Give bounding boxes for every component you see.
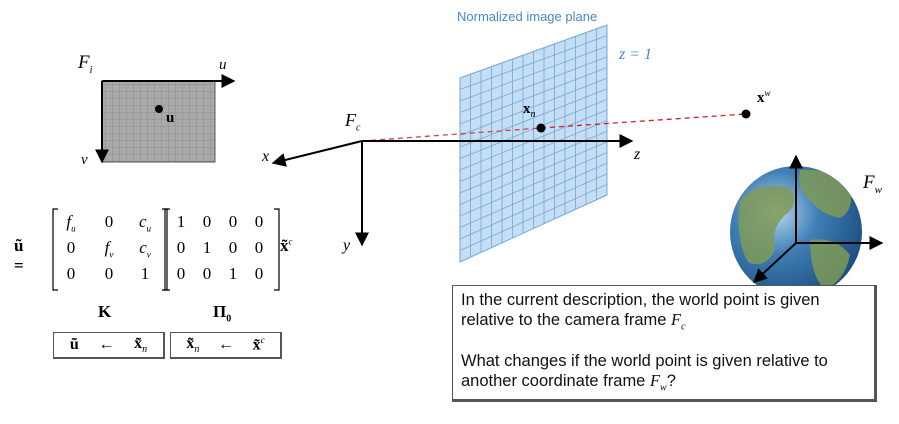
matrix-K-cell: cv bbox=[139, 238, 151, 260]
matrix-Pi-cell: 1 bbox=[176, 212, 186, 231]
matrix-Pi-cell: 0 bbox=[254, 264, 264, 283]
matrix-K-cell: fv bbox=[104, 238, 114, 260]
frame-Fc-label: Fc bbox=[345, 110, 361, 134]
frame-Fw-label: Fw bbox=[863, 172, 882, 196]
plane-grid-line bbox=[459, 120, 608, 182]
u-point-label: u bbox=[166, 110, 175, 126]
equation-box-left: ũ ← x̃n bbox=[53, 332, 165, 359]
plane-title: Normalized image plane bbox=[457, 9, 598, 24]
matrix-K-cell: 0 bbox=[104, 212, 114, 231]
u-axis-label: u bbox=[219, 57, 227, 73]
plane-grid-line bbox=[459, 184, 608, 251]
normalized-plane bbox=[459, 24, 608, 263]
z-axis-label: z bbox=[634, 146, 641, 163]
matrix-K-cell: cu bbox=[138, 212, 152, 234]
plane-grid-line bbox=[459, 45, 608, 102]
matrix-rhs: x̃c bbox=[280, 236, 293, 255]
Pi-label: Π0 bbox=[213, 302, 232, 325]
matrix-Pi-cell: 0 bbox=[176, 238, 186, 257]
plane-grid-line bbox=[459, 35, 608, 90]
matrix-Pi-cell: 0 bbox=[176, 264, 186, 283]
matrix-K-cell: 0 bbox=[66, 238, 76, 257]
matrix-K-cell: 0 bbox=[66, 264, 76, 283]
matrix-K-cell: fu bbox=[66, 212, 76, 234]
matrix-K-cell: 1 bbox=[140, 264, 150, 283]
equation-box-right: x̃n ← x̃c bbox=[170, 332, 282, 359]
matrix-Pi-cell: 0 bbox=[254, 212, 264, 231]
z-equals-one: z = 1 bbox=[619, 46, 653, 63]
matrix-Pi-cell: 0 bbox=[254, 238, 264, 257]
callout-line-1: In the current description, the world po… bbox=[461, 291, 820, 333]
x-axis-label: x bbox=[262, 148, 270, 165]
plane-grid-line bbox=[459, 141, 608, 205]
matrix-brackets bbox=[52, 208, 280, 291]
plane-grid-line bbox=[459, 67, 608, 125]
point-xw bbox=[741, 109, 751, 119]
frame-Fi-label: Fi bbox=[78, 52, 93, 76]
plane-grid-line bbox=[459, 162, 608, 228]
xw-label: xw bbox=[757, 88, 771, 106]
matrix-Pi-cell: 0 bbox=[202, 264, 212, 283]
matrix-K-cell: 0 bbox=[104, 264, 114, 283]
plane-grid-line bbox=[459, 88, 608, 148]
plane-grid-line bbox=[459, 152, 608, 217]
question-callout: In the current description, the world po… bbox=[452, 285, 877, 402]
world-axis-diag bbox=[752, 242, 797, 283]
matrix-Pi-cell: 1 bbox=[202, 238, 212, 257]
matrix-Pi-cell: 0 bbox=[228, 212, 238, 231]
image-grid bbox=[101, 80, 216, 163]
plane-grid-line bbox=[459, 77, 608, 136]
dashed-ray-left bbox=[361, 127, 542, 142]
v-axis-label: v bbox=[81, 152, 88, 168]
plane-grid-line bbox=[459, 173, 608, 240]
xn-label: xn bbox=[523, 101, 536, 120]
y-axis-label: y bbox=[343, 237, 351, 254]
matrix-Pi-cell: 0 bbox=[202, 212, 212, 231]
K-label: K bbox=[98, 302, 112, 321]
matrix-Pi-cell: 1 bbox=[228, 264, 238, 283]
point-xn bbox=[536, 123, 546, 133]
x-axis-arrow bbox=[271, 140, 363, 167]
plane-grid-line bbox=[459, 56, 608, 113]
callout-line-2: What changes if the world point is given… bbox=[461, 352, 828, 394]
matrix-lhs: ũ = bbox=[14, 236, 24, 275]
matrix-Pi-cell: 0 bbox=[228, 238, 238, 257]
dashed-ray-right bbox=[540, 113, 747, 129]
image-point-u bbox=[155, 105, 163, 113]
